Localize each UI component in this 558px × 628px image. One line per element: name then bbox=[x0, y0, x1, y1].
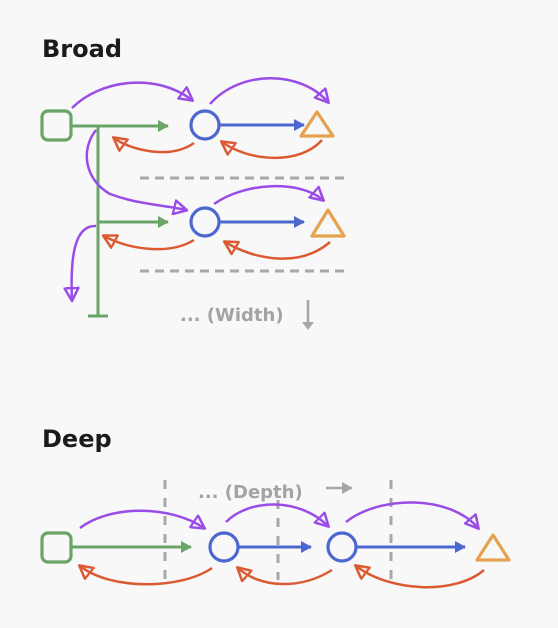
broad-purple-arc-4 bbox=[213, 185, 323, 206]
deep-red-arc-2 bbox=[238, 568, 333, 586]
broad-root-square-node bbox=[40, 109, 73, 142]
deep-depth-label: ... (Depth) bbox=[198, 482, 303, 503]
arrow-down-icon-head bbox=[302, 322, 314, 330]
deep-circle-node-2 bbox=[326, 531, 358, 563]
deep-triangle-node bbox=[475, 533, 511, 562]
broad-row1-circle-node bbox=[189, 109, 221, 141]
broad-row2-circle-node bbox=[189, 206, 221, 238]
broad-row2-triangle-node bbox=[310, 208, 346, 238]
deep-circle-node-1 bbox=[208, 531, 240, 563]
deep-red-arc-1 bbox=[80, 566, 213, 586]
deep-purple-arc-1 bbox=[79, 509, 204, 528]
broad-purple-arc-5 bbox=[72, 224, 97, 300]
broad-red-arc-2 bbox=[222, 139, 323, 160]
broad-purple-arc-3 bbox=[85, 129, 186, 210]
deep-title: Deep bbox=[42, 425, 112, 453]
deep-purple-arc-2 bbox=[225, 503, 328, 526]
broad-purple-arc-2 bbox=[209, 77, 328, 105]
broad-red-arc-1 bbox=[114, 138, 195, 154]
deep-root-square-node bbox=[40, 531, 73, 564]
broad-red-arc-3 bbox=[104, 236, 195, 251]
broad-row1-triangle-node bbox=[299, 110, 335, 138]
broad-title: Broad bbox=[42, 35, 122, 63]
deep-purple-arc-3 bbox=[345, 501, 478, 528]
broad-width-label: ... (Width) bbox=[180, 305, 284, 326]
deep-red-arc-3 bbox=[356, 566, 485, 589]
broad-red-arc-4 bbox=[225, 242, 331, 260]
broad-purple-arc-1 bbox=[71, 81, 192, 109]
